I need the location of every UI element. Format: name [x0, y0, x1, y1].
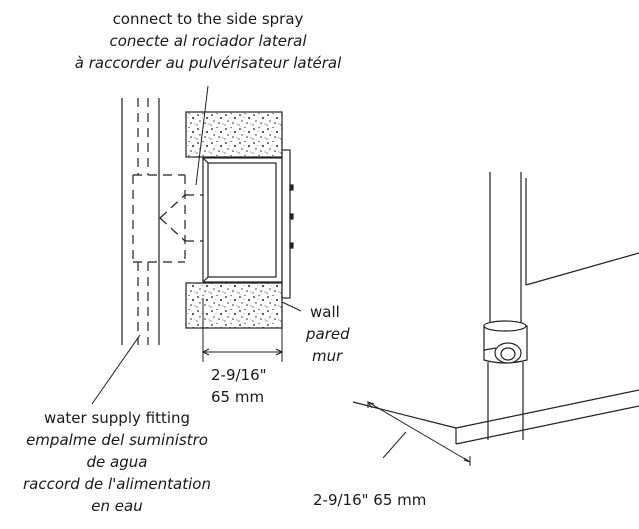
- concrete-wall-lower: [185, 282, 283, 329]
- depth-dimension-iso: [366, 401, 471, 466]
- wall-label: wall pared mur: [306, 303, 350, 365]
- water-supply-label-es-2: de agua: [86, 453, 148, 471]
- depth-front-label: 2-9/16" 65 mm: [211, 366, 267, 406]
- depth-iso-label: 2-9/16" 65 mm: [313, 491, 427, 509]
- water-supply-label-es-1: empalme del suministro: [26, 431, 208, 449]
- wall-label-fr: mur: [312, 347, 343, 365]
- side-spray-label: connect to the side spray conecte al roc…: [38, 10, 378, 72]
- water-supply-label: water supply fitting empalme del suminis…: [0, 409, 234, 515]
- side-spray-label-en: connect to the side spray: [112, 10, 304, 28]
- water-supply-label-fr-1: raccord de l'alimentation: [23, 475, 211, 493]
- side-spray-label-fr: à raccorder au pulvérisateur latéral: [74, 54, 342, 72]
- faceplate: [281, 149, 294, 299]
- side-spray-label-es: conecte al rociador lateral: [109, 32, 307, 50]
- depth-front-imperial: 2-9/16": [211, 366, 267, 384]
- water-supply-label-fr-2: en eau: [91, 497, 143, 515]
- wall-leader: [281, 301, 302, 312]
- wall-cross-section: [121, 98, 232, 345]
- side-spray-leader: [195, 85, 209, 186]
- wall-label-en: wall: [310, 303, 340, 321]
- wall-label-es: pared: [306, 325, 350, 343]
- side-spray-body: [202, 157, 283, 283]
- depth-dimension-front: [201, 298, 284, 362]
- water-supply-leader: [91, 334, 141, 405]
- isometric-view: [352, 172, 639, 445]
- depth-front-metric: 65 mm: [211, 388, 265, 406]
- water-supply-label-en: water supply fitting: [43, 409, 191, 427]
